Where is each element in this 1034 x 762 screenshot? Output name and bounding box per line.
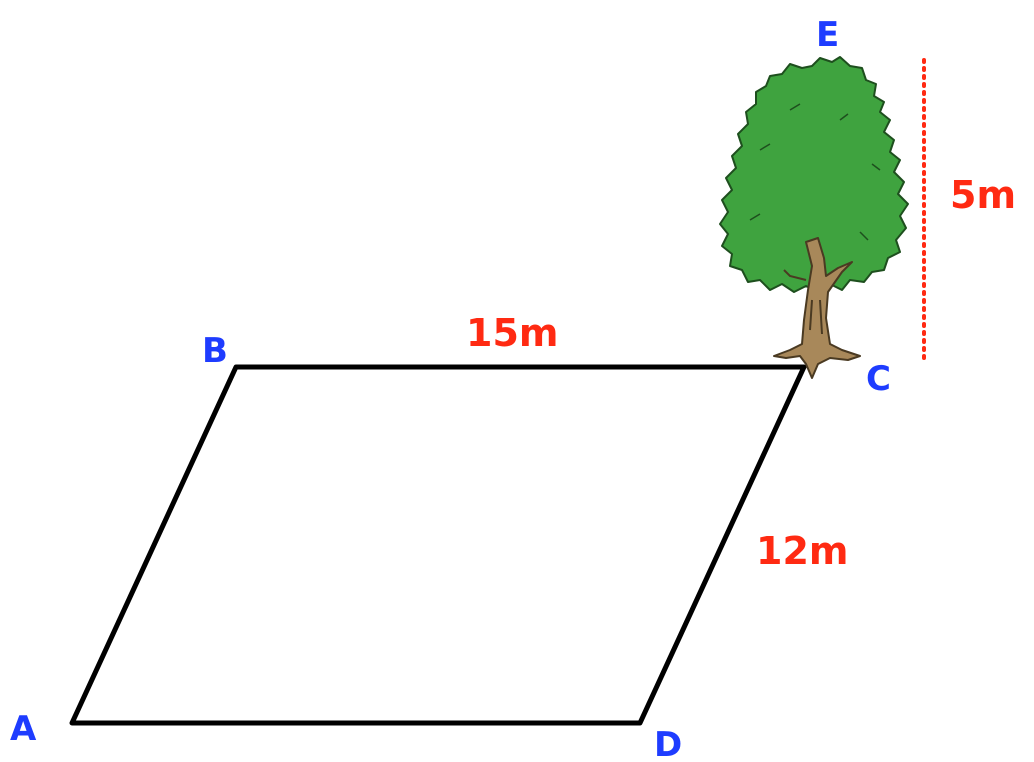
parallelogram-abcd bbox=[69, 364, 807, 726]
vertex-label-c: C bbox=[866, 359, 891, 399]
tree-trunk bbox=[773, 237, 861, 379]
vertex-label-e: E bbox=[816, 15, 839, 55]
side-cd-length-label: 12m bbox=[756, 529, 848, 573]
side-bc-length-label: 15m bbox=[466, 311, 558, 355]
tree-height-label: 5m bbox=[950, 173, 1016, 217]
vertex-label-a: A bbox=[10, 709, 37, 749]
tree-icon bbox=[719, 56, 909, 379]
tree-branch bbox=[783, 269, 823, 335]
vertex-label-b: B bbox=[202, 331, 228, 371]
tree-foliage-detail bbox=[749, 103, 881, 241]
vertex-label-d: D bbox=[654, 725, 682, 762]
